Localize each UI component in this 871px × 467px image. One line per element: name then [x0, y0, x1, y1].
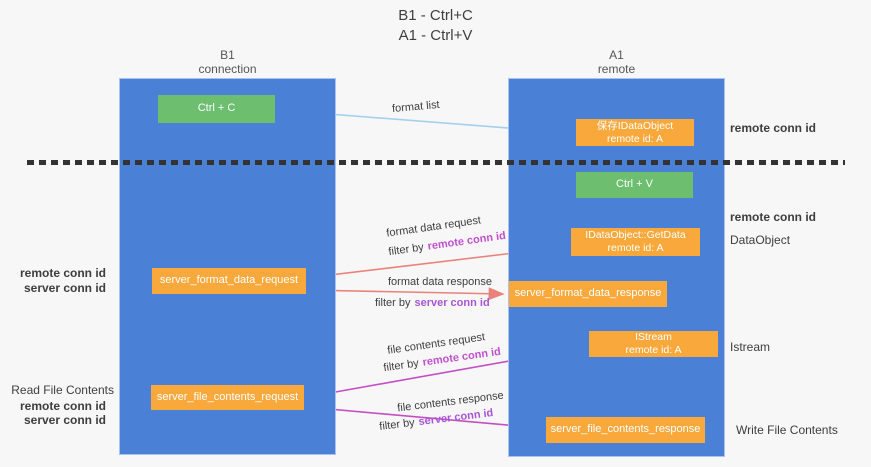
filter-by-prefix: filter by: [382, 357, 420, 375]
right-label-write-file-contents: Write File Contents: [736, 423, 838, 437]
edge-label-format-data-response: format data response: [388, 276, 492, 288]
node-ctrl-v: Ctrl + V: [576, 172, 693, 198]
title-line-1: B1 - Ctrl+C: [398, 7, 473, 24]
edge-label-format-list: format list: [391, 98, 441, 116]
node-server-file-contents-request: server_file_contents_request: [151, 385, 304, 410]
lane-header-a1: A1 remote: [508, 48, 725, 77]
node-getdata-line1: IDataObject::GetData: [585, 229, 686, 242]
left-server-conn-id-2: server conn id: [23, 413, 106, 427]
node-getdata-line2: remote id: A: [607, 242, 664, 254]
node-server-format-data-response: server_format_data_response: [509, 281, 667, 307]
left-server-conn-id-1: server conn id: [23, 281, 106, 295]
lane-a1-title: A1: [609, 48, 624, 62]
filter-by-prefix: filter by: [375, 297, 411, 309]
node-istream-line1: IStream: [635, 331, 672, 344]
left-remote-conn-id-1: remote conn id: [19, 266, 106, 280]
title-line-2: A1 - Ctrl+V: [398, 27, 473, 45]
node-server-format-data-request: server_format_data_request: [152, 268, 306, 294]
node-server-file-contents-response-label: server_file_contents_response: [550, 423, 701, 436]
node-ctrl-c: Ctrl + C: [158, 95, 275, 123]
filter-remote-conn-id: remote conn id: [426, 229, 507, 253]
node-save-idataobject-line2: remote id: A: [606, 132, 664, 145]
lane-b1-title: B1: [220, 48, 235, 62]
node-istream-line2: remote id: A: [625, 344, 682, 356]
left-remote-conn-id-2: remote conn id: [19, 399, 106, 413]
node-save-idataobject: 保存IDataObject remote id: A: [576, 119, 694, 146]
right-remote-conn-id-2: remote conn id: [730, 210, 817, 224]
node-ctrl-c-label: Ctrl + C: [197, 102, 236, 115]
node-server-format-data-request-label: server_format_data_request: [159, 274, 299, 287]
filter-by-prefix: filter by: [387, 241, 425, 259]
node-save-idataobject-line1: 保存IDataObject: [596, 119, 674, 132]
node-server-file-contents-response: server_file_contents_response: [546, 417, 705, 443]
right-label-istream: Istream: [730, 340, 771, 354]
node-istream: IStream remote id: A: [589, 331, 718, 357]
node-idataobject-getdata: IDataObject::GetData remote id: A: [571, 228, 700, 256]
lane-a1-subtitle: remote: [597, 62, 636, 77]
node-ctrl-v-label: Ctrl + V: [616, 178, 653, 191]
filter-by-prefix: filter by: [378, 416, 416, 433]
filter-server-conn-id: server conn id: [414, 297, 490, 309]
arrow-format-data-response: [307, 287, 505, 301]
node-server-format-data-response-label: server_format_data_response: [514, 287, 662, 300]
diagram-title: B1 - Ctrl+C A1 - Ctrl+V: [0, 6, 871, 47]
lane-header-b1: B1 connection: [119, 48, 336, 77]
node-server-file-contents-request-label: server_file_contents_request: [156, 390, 299, 403]
right-remote-conn-id-1: remote conn id: [730, 121, 817, 135]
lane-b1-subtitle: connection: [198, 62, 257, 77]
dashed-divider: [27, 160, 845, 165]
left-label-read-file-contents: Read File Contents: [11, 383, 114, 397]
right-label-dataobject: DataObject: [730, 233, 791, 247]
